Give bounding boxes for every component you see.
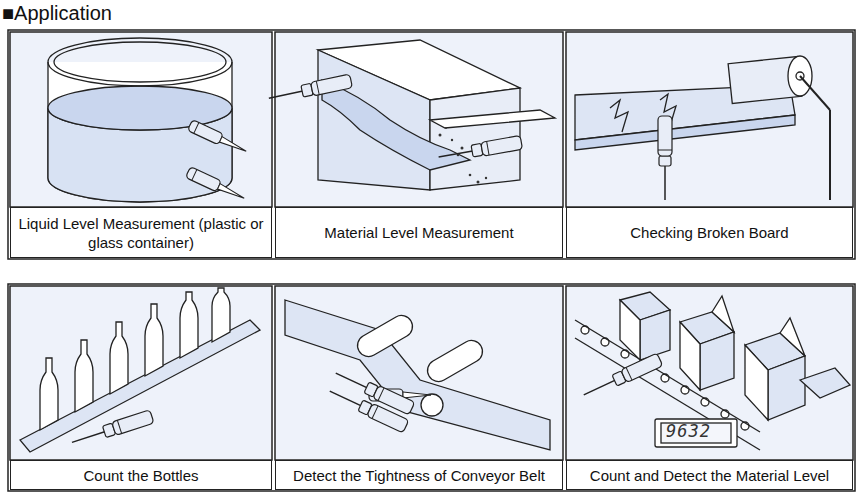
panel-frames <box>10 32 853 460</box>
material-hopper <box>267 33 562 206</box>
caption-box: Checking Broken Board <box>566 207 853 258</box>
caption-box: Count the Bottles <box>10 460 272 490</box>
caption-box: Count and Detect the Material Level <box>566 460 853 490</box>
row-frame <box>8 284 855 491</box>
broken-board <box>567 33 852 206</box>
caption-text: Liquid Level Measurement (plastic or gla… <box>17 214 265 252</box>
caption-box: Liquid Level Measurement (plastic or gla… <box>10 207 272 258</box>
bottle-line <box>11 287 271 459</box>
caption-text: Checking Broken Board <box>630 223 788 242</box>
page-title: ■Application <box>2 2 112 25</box>
caption-text: Count the Bottles <box>83 466 198 485</box>
box-conveyor <box>567 287 852 459</box>
row-frame <box>8 30 855 259</box>
caption-box: Material Level Measurement <box>275 207 563 258</box>
caption-box: Detect the Tightness of Conveyor Belt <box>275 460 563 490</box>
caption-text: Material Level Measurement <box>324 223 513 242</box>
counter-display: 9632 <box>666 421 711 441</box>
caption-text: Count and Detect the Material Level <box>590 466 829 485</box>
caption-text: Detect the Tightness of Conveyor Belt <box>293 466 545 485</box>
belt-rollers <box>276 287 562 459</box>
liquid-container <box>11 33 271 206</box>
